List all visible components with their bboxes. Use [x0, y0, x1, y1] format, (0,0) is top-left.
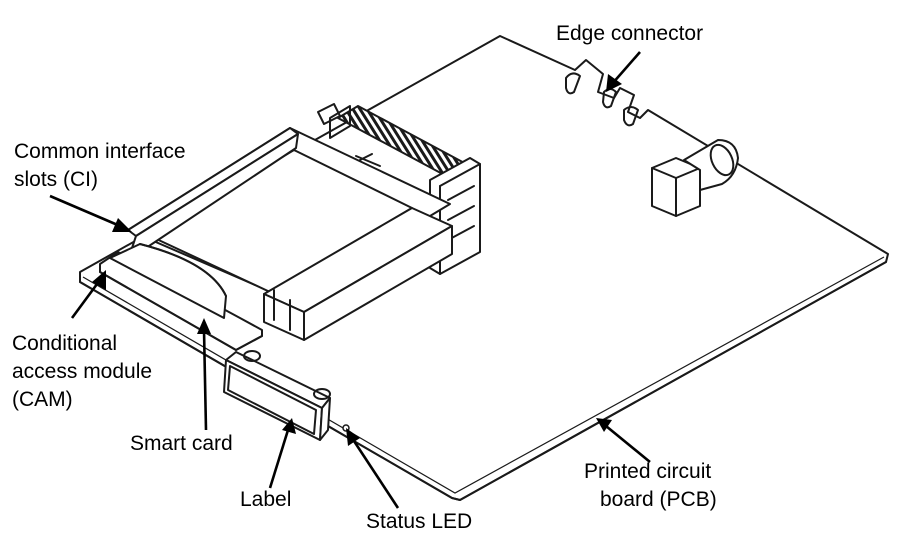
label-status-led: Status LED — [366, 510, 472, 533]
label-smart-card: Smart card — [130, 432, 233, 455]
label-cam-line3: (CAM) — [12, 388, 73, 411]
label-pcb-line2: board (PCB) — [600, 488, 717, 511]
label-pcb-line1: Printed circuit — [584, 460, 711, 483]
callout-labels: Edge connector Common interface slots (C… — [12, 22, 717, 533]
common-interface-slot-housing — [127, 103, 481, 341]
label-plate — [223, 350, 331, 441]
label-cam-line1: Conditional — [12, 332, 117, 355]
label-label: Label — [240, 488, 291, 511]
label-ci-line1: Common interface — [14, 140, 186, 163]
pcb-component-block — [651, 139, 739, 217]
label-ci-line2: slots (CI) — [14, 168, 98, 191]
label-cam-line2: access module — [12, 360, 152, 383]
smart-card — [109, 243, 227, 319]
callout-arrows — [49, 51, 651, 509]
label-edge-connector: Edge connector — [556, 22, 703, 45]
